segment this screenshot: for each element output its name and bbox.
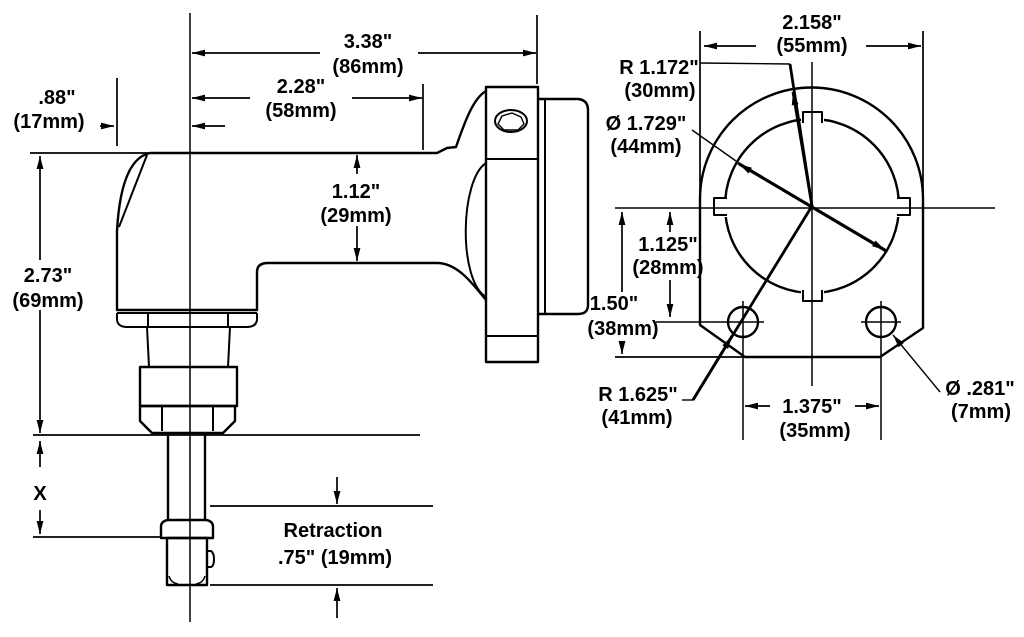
dim-overall-length-mm: (86mm) <box>332 56 403 78</box>
spacer-plate <box>116 312 258 328</box>
hex-nut-small-flats <box>161 406 214 431</box>
flange-plate <box>484 85 540 364</box>
bolt-hole-left-crosshair <box>656 301 764 440</box>
dim-arm-length-in: 2.28" <box>277 76 325 98</box>
dim-arm-height: 1.12" (29mm) <box>320 155 392 261</box>
shaft <box>166 433 207 520</box>
dim-corner-radius-top-in: R 1.172" <box>619 57 699 79</box>
dim-bore-diameter-in: Ø 1.729" <box>606 113 687 135</box>
face-view: 2.158" (55mm) R 1.172" (30mm) Ø 1.729" (… <box>587 12 1014 442</box>
dim-hole-center-drop: 1.125" (28mm) <box>632 212 704 317</box>
dim-body-height-in: 2.73" <box>24 265 72 287</box>
housing-chamfer-edge <box>118 154 148 228</box>
dim-bore-diameter-mm: (44mm) <box>610 136 681 158</box>
dim-extension-label: X <box>33 483 47 505</box>
dim-hole-spacing-in: 1.375" <box>782 396 842 418</box>
dim-body-height-mm: (69mm) <box>12 290 83 312</box>
dim-corner-radius-top: R 1.172" (30mm) <box>619 57 814 207</box>
dim-hole-diameter-mm: (7mm) <box>951 401 1011 423</box>
dim-overall-length: 3.38" (86mm) <box>192 15 538 84</box>
dim-bottom-edge-drop-in: 1.50" <box>590 293 638 315</box>
retractable-tip <box>165 536 209 587</box>
hex-nut-large <box>138 365 239 408</box>
dim-arm-height-in: 1.12" <box>332 181 380 203</box>
side-view: 3.38" (86mm) 2.28" (58mm) .88" (17mm) 1.… <box>12 13 590 622</box>
tip-side-tab <box>207 550 215 568</box>
tip-rounded-end <box>168 575 206 585</box>
dim-retraction-label: Retraction <box>284 520 383 542</box>
dim-hole-spacing: 1.375" (35mm) <box>745 396 879 442</box>
dim-hole-center-drop-mm: (28mm) <box>632 257 703 279</box>
dim-arm-length: 2.28" (58mm) <box>192 76 424 150</box>
dim-corner-radius-bottom-mm: (41mm) <box>601 407 672 429</box>
dim-retraction-value: .75" (19mm) <box>278 547 392 569</box>
mounting-plate-outline <box>698 86 925 359</box>
dim-retraction: Retraction .75" (19mm) <box>210 477 433 618</box>
dim-pivot-offset: .88" (17mm) <box>13 78 225 146</box>
dim-plate-width: 2.158" (55mm) <box>699 12 924 200</box>
dim-bottom-edge-drop-mm: (38mm) <box>587 318 658 340</box>
dim-corner-radius-bottom: R 1.625" (41mm) <box>598 205 814 429</box>
dim-plate-width-mm: (55mm) <box>776 35 847 57</box>
dim-hole-spacing-mm: (35mm) <box>779 420 850 442</box>
dim-overall-length-in: 3.38" <box>344 31 392 53</box>
dim-hole-diameter: Ø .281" (7mm) <box>892 334 1015 423</box>
bore-notch-left <box>713 197 727 216</box>
dim-pivot-offset-mm: (17mm) <box>13 111 84 133</box>
neck <box>146 326 231 368</box>
dim-bottom-edge-drop: 1.50" (38mm) <box>587 212 745 358</box>
drum-body <box>538 97 590 316</box>
collar <box>159 518 215 540</box>
notch-mask-right <box>897 197 911 217</box>
dim-corner-radius-bottom-in: R 1.625" <box>598 384 678 406</box>
dim-hole-center-drop-in: 1.125" <box>638 234 698 256</box>
flange-plate-lines <box>486 158 538 337</box>
housing-arm-outline <box>115 89 487 312</box>
hex-nut-small <box>138 404 237 435</box>
notch-mask-left <box>713 197 727 217</box>
bore-notch-right <box>897 197 911 216</box>
dim-arm-length-mm: (58mm) <box>265 100 336 122</box>
set-screw-head <box>494 109 528 133</box>
dim-corner-radius-top-mm: (30mm) <box>624 80 695 102</box>
dim-plate-width-in: 2.158" <box>782 12 842 34</box>
dim-extension-x: X <box>33 441 160 538</box>
dim-bore-diameter: Ø 1.729" (44mm) <box>606 113 887 253</box>
bore-silhouette-arc <box>464 162 487 298</box>
set-screw-socket <box>497 112 525 131</box>
dim-arm-height-mm: (29mm) <box>320 205 391 227</box>
bolt-hole-right-crosshair <box>861 301 901 440</box>
dim-body-height: 2.73" (69mm) <box>12 152 420 436</box>
dim-pivot-offset-in: .88" <box>38 87 75 109</box>
dim-hole-diameter-in: Ø .281" <box>945 378 1015 400</box>
